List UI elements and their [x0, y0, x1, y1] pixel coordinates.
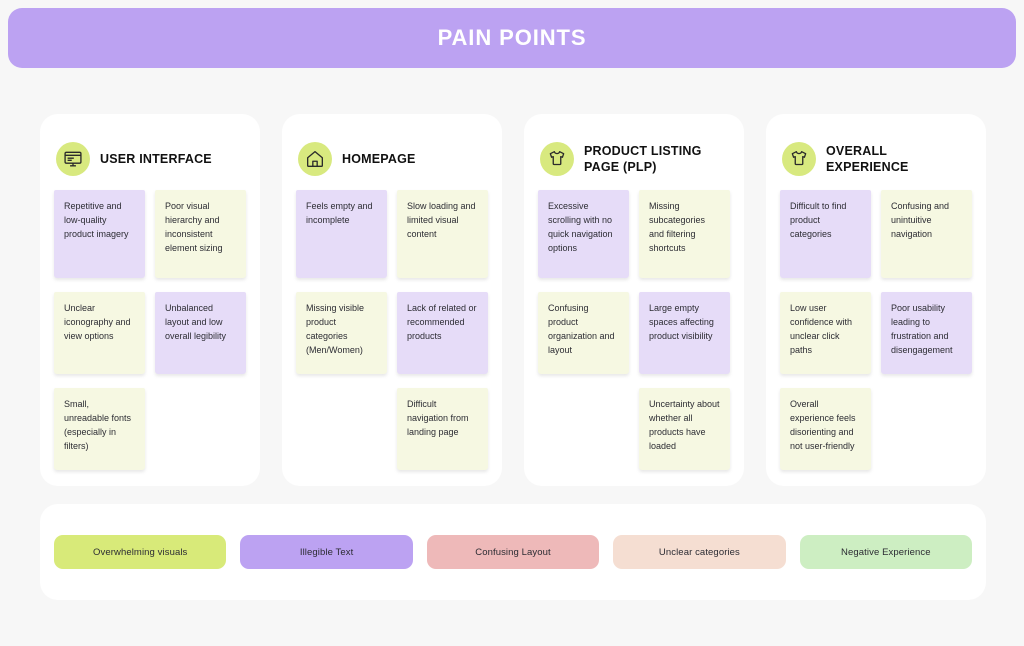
sticky-note-placeholder: [881, 388, 972, 470]
notes-grid: Feels empty and incomplete Slow loading …: [296, 190, 488, 470]
column-title: PRODUCT LISTING PAGE (PLP): [584, 144, 702, 174]
column-card-overall-experience: OVERALL EXPERIENCE Difficult to find pro…: [766, 114, 986, 486]
sticky-note[interactable]: Confusing and unintuitive navigation: [881, 190, 972, 278]
tshirt-icon: [540, 142, 574, 176]
sticky-note[interactable]: Poor usability leading to frustration an…: [881, 292, 972, 374]
notes-grid: Repetitive and low-quality product image…: [54, 190, 246, 470]
header-banner: PAIN POINTS: [8, 8, 1016, 68]
sticky-note-placeholder: [296, 388, 387, 470]
legend-pill-overwhelming-visuals[interactable]: Overwhelming visuals: [54, 535, 227, 569]
monitor-icon: [56, 142, 90, 176]
column-title: OVERALL EXPERIENCE: [826, 144, 909, 174]
column-header: USER INTERFACE: [54, 128, 246, 190]
column-title: USER INTERFACE: [100, 152, 212, 166]
sticky-note[interactable]: Unbalanced layout and low overall legibi…: [155, 292, 246, 374]
sticky-note[interactable]: Uncertainty about whether all products h…: [639, 388, 730, 470]
notes-grid: Difficult to find product categories Con…: [780, 190, 972, 470]
sticky-note[interactable]: Missing visible product categories (Men/…: [296, 292, 387, 374]
column-header: OVERALL EXPERIENCE: [780, 128, 972, 190]
legend-pill-unclear-categories[interactable]: Unclear categories: [613, 535, 786, 569]
column-header: HOMEPAGE: [296, 128, 488, 190]
sticky-note[interactable]: Overall experience feels disorienting an…: [780, 388, 871, 470]
sticky-note[interactable]: Repetitive and low-quality product image…: [54, 190, 145, 278]
column-header: PRODUCT LISTING PAGE (PLP): [538, 128, 730, 190]
sticky-note[interactable]: Poor visual hierarchy and inconsistent e…: [155, 190, 246, 278]
legend-card: Overwhelming visuals Illegible Text Conf…: [40, 504, 986, 600]
sticky-note[interactable]: Excessive scrolling with no quick naviga…: [538, 190, 629, 278]
sticky-note-placeholder: [155, 388, 246, 470]
sticky-note[interactable]: Difficult navigation from landing page: [397, 388, 488, 470]
sticky-note[interactable]: Unclear iconography and view options: [54, 292, 145, 374]
sticky-note[interactable]: Large empty spaces affecting product vis…: [639, 292, 730, 374]
legend-pill-confusing-layout[interactable]: Confusing Layout: [426, 535, 600, 569]
page-title: PAIN POINTS: [437, 25, 587, 50]
sticky-note[interactable]: Difficult to find product categories: [780, 190, 871, 278]
column-card-user-interface: USER INTERFACE Repetitive and low-qualit…: [40, 114, 260, 486]
sticky-note[interactable]: Missing subcategories and filtering shor…: [639, 190, 730, 278]
sticky-note[interactable]: Slow loading and limited visual content: [397, 190, 488, 278]
sticky-note[interactable]: Feels empty and incomplete: [296, 190, 387, 278]
sticky-note[interactable]: Lack of related or recommended products: [397, 292, 488, 374]
legend-pill-illegible-text[interactable]: Illegible Text: [240, 535, 413, 569]
home-icon: [298, 142, 332, 176]
notes-grid: Excessive scrolling with no quick naviga…: [538, 190, 730, 470]
sticky-note[interactable]: Low user confidence with unclear click p…: [780, 292, 871, 374]
column-card-product-listing-page: PRODUCT LISTING PAGE (PLP) Excessive scr…: [524, 114, 744, 486]
column-card-homepage: HOMEPAGE Feels empty and incomplete Slow…: [282, 114, 502, 486]
sticky-note[interactable]: Confusing product organization and layou…: [538, 292, 629, 374]
sticky-note-placeholder: [538, 388, 629, 470]
columns-row: USER INTERFACE Repetitive and low-qualit…: [40, 114, 986, 486]
tshirt-icon: [782, 142, 816, 176]
legend-pill-negative-experience[interactable]: Negative Experience: [799, 535, 973, 569]
column-title: HOMEPAGE: [342, 152, 416, 166]
sticky-note[interactable]: Small, unreadable fonts (especially in f…: [54, 388, 145, 470]
